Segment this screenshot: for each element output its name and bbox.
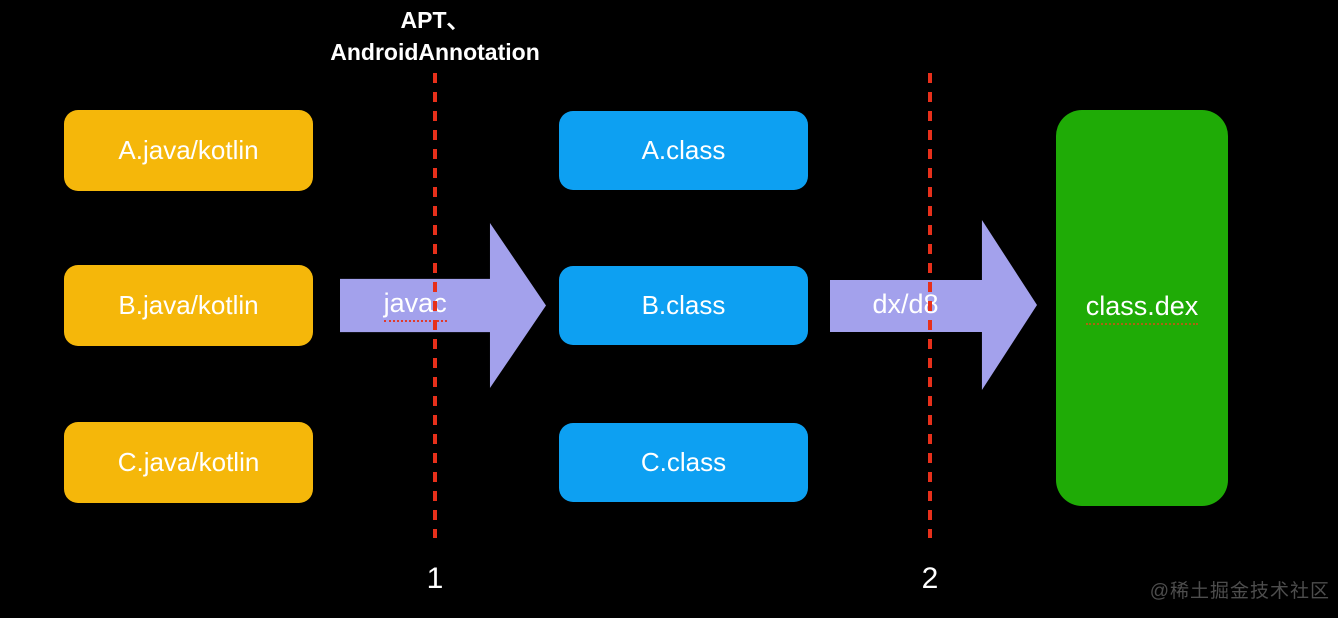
source-node-a-label: A.java/kotlin: [118, 135, 259, 165]
watermark: @稀土掘金技术社区: [1149, 581, 1330, 602]
javac-arrow: javac: [340, 223, 546, 388]
javac-arrow-label: javac: [340, 277, 490, 333]
phase-divider-2: [928, 73, 932, 538]
class-node-a-label: A.class: [641, 135, 726, 165]
dex-node-label: class.dex: [1085, 291, 1199, 325]
class-node-b-label: B.class: [641, 290, 726, 320]
class-node-c: C.class: [559, 423, 808, 502]
source-node-b-label: B.java/kotlin: [118, 290, 259, 320]
title-line-apt: APT、: [400, 7, 470, 33]
source-node-c-label: C.java/kotlin: [117, 447, 260, 477]
dex-node: class.dex: [1056, 110, 1228, 506]
phase-divider-1: [433, 73, 437, 538]
dx-d8-arrow: dx/d8: [830, 220, 1037, 390]
phase-marker-2: 2: [921, 562, 939, 595]
diagram-title: APT、 AndroidAnnotation: [260, 4, 610, 68]
title-line-androidannotation: AndroidAnnotation: [330, 39, 540, 65]
source-node-b: B.java/kotlin: [64, 265, 313, 346]
class-node-c-label: C.class: [640, 447, 727, 477]
class-node-a: A.class: [559, 111, 808, 190]
source-node-c: C.java/kotlin: [64, 422, 313, 503]
phase-marker-1: 1: [426, 562, 444, 595]
dx-d8-arrow-label: dx/d8: [872, 289, 939, 320]
class-node-b: B.class: [559, 266, 808, 345]
source-node-a: A.java/kotlin: [64, 110, 313, 191]
